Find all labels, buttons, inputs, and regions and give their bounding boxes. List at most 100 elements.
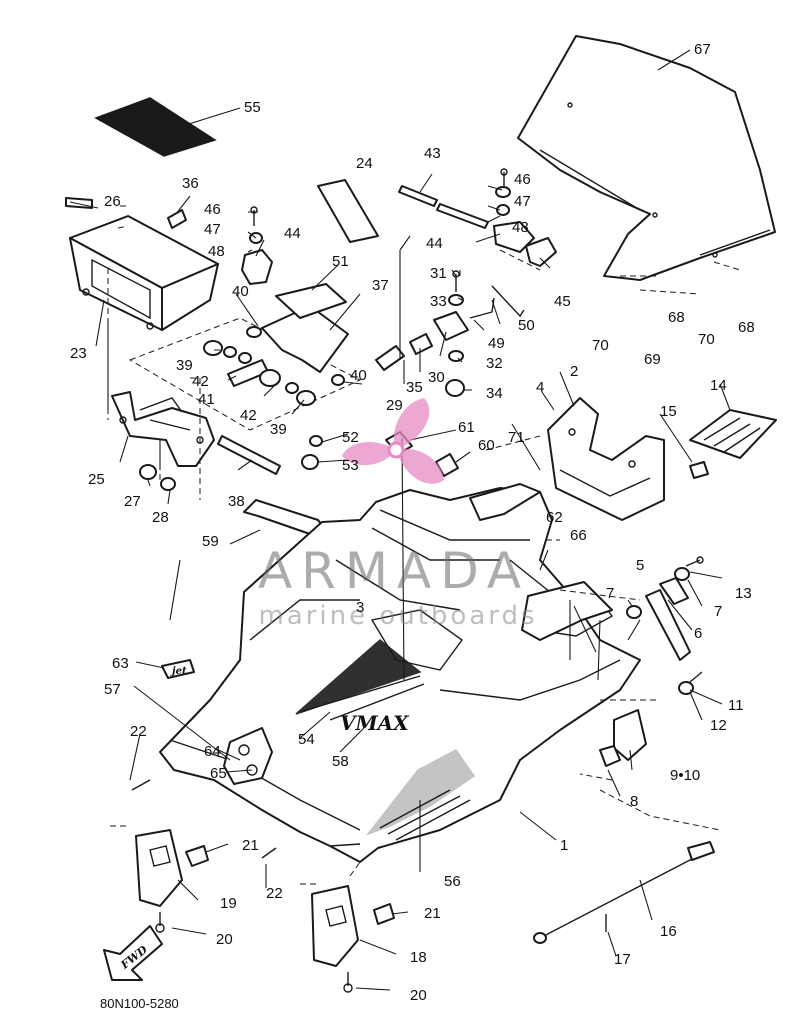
callout-42: 42 (240, 407, 257, 424)
callout-20: 20 (410, 987, 427, 1004)
callout-7: 7 (714, 603, 722, 620)
callout-41: 41 (198, 391, 215, 408)
callout-39: 39 (270, 421, 287, 438)
callout-36: 36 (182, 175, 199, 192)
callout-48: 48 (512, 219, 529, 236)
callout-20: 20 (216, 931, 233, 948)
callout-51: 51 (332, 253, 349, 270)
callout-56: 56 (444, 873, 461, 890)
rods (398, 185, 489, 229)
callout-22: 22 (130, 723, 147, 740)
callout-54: 54 (298, 731, 315, 748)
callout-40: 40 (350, 367, 367, 384)
callout-39: 39 (176, 357, 193, 374)
rear-bracket (547, 397, 665, 521)
callout-labels: 1234567789•10111213141516171819202021212… (70, 41, 755, 1004)
callout-28: 28 (152, 509, 169, 526)
callout-68: 68 (738, 319, 755, 336)
fwd-arrow (103, 925, 163, 981)
callout-48: 48 (208, 243, 225, 260)
callout-60: 60 (478, 437, 495, 454)
watermark-tagline: marine outboards (258, 601, 537, 631)
callout-21: 21 (424, 905, 441, 922)
callout-68: 68 (668, 309, 685, 326)
windshield (517, 35, 776, 281)
leader-lines (69, 49, 741, 991)
callout-4: 4 (536, 379, 544, 396)
bolts (131, 779, 277, 859)
callout-7: 7 (606, 585, 614, 602)
drawing-code: 80N100-5280 (100, 996, 179, 1011)
callout-14: 14 (710, 377, 727, 394)
callout-18: 18 (410, 949, 427, 966)
hardware-small-parts (65, 197, 349, 491)
decal-sheet (94, 97, 217, 157)
watermark: ARMADA marine outboards (258, 398, 537, 631)
bracket-assembly (111, 391, 215, 467)
jet-decal-text: jet (170, 666, 187, 677)
latch (599, 709, 647, 767)
callout-42: 42 (192, 373, 209, 390)
callout-26: 26 (104, 193, 121, 210)
callout-3: 3 (356, 599, 364, 616)
callout-44: 44 (426, 235, 443, 252)
callout-67: 67 (694, 41, 711, 58)
callout-55: 55 (244, 99, 261, 116)
hood-decal (295, 639, 425, 721)
front-latch-right (311, 885, 395, 993)
callout-15: 15 (660, 403, 677, 420)
callout-12: 12 (710, 717, 727, 734)
callout-19: 19 (220, 895, 237, 912)
callout-35: 35 (406, 379, 423, 396)
callout-25: 25 (88, 471, 105, 488)
callout-24: 24 (356, 155, 373, 172)
vent-panel (521, 581, 613, 641)
knee-pad (689, 409, 777, 479)
trim-strip (469, 483, 541, 521)
callout-34: 34 (486, 385, 503, 402)
callout-38: 38 (228, 493, 245, 510)
callout-61: 61 (458, 419, 475, 436)
callout-17: 17 (614, 951, 631, 968)
callout-37: 37 (372, 277, 389, 294)
callout-30: 30 (428, 369, 445, 386)
damper-hardware (626, 556, 704, 695)
callout-31: 31 (430, 265, 447, 282)
callout-5: 5 (636, 557, 644, 574)
callout-27: 27 (124, 493, 141, 510)
callout-70: 70 (698, 331, 715, 348)
callout-23: 23 (70, 345, 87, 362)
badge-part (161, 659, 195, 679)
callout-59: 59 (202, 533, 219, 550)
callout-69: 69 (644, 351, 661, 368)
callout-43: 43 (424, 145, 441, 162)
callout-63: 63 (112, 655, 129, 672)
callout-44: 44 (284, 225, 301, 242)
callout-46: 46 (204, 201, 221, 218)
watermark-logo (342, 398, 444, 484)
watermark-brand: ARMADA (258, 542, 530, 600)
plate (317, 179, 379, 243)
callout-47: 47 (514, 193, 531, 210)
mount-hardware (375, 270, 525, 397)
callout-8: 8 (630, 793, 638, 810)
front-latch-left (135, 829, 209, 933)
callout-40: 40 (232, 283, 249, 300)
callout-9-10: 9•10 (670, 767, 700, 784)
callout-64: 64 (204, 743, 221, 760)
callout-57: 57 (104, 681, 121, 698)
callout-29: 29 (386, 397, 403, 414)
callout-53: 53 (342, 457, 359, 474)
callout-1: 1 (560, 837, 568, 854)
callout-16: 16 (660, 923, 677, 940)
callout-50: 50 (518, 317, 535, 334)
hood-cable (533, 841, 715, 944)
callout-13: 13 (735, 585, 752, 602)
callout-11: 11 (728, 697, 744, 714)
callout-21: 21 (242, 837, 259, 854)
callout-22: 22 (266, 885, 283, 902)
callout-70: 70 (592, 337, 609, 354)
callout-58: 58 (332, 753, 349, 770)
callout-71: 71 (508, 429, 525, 446)
